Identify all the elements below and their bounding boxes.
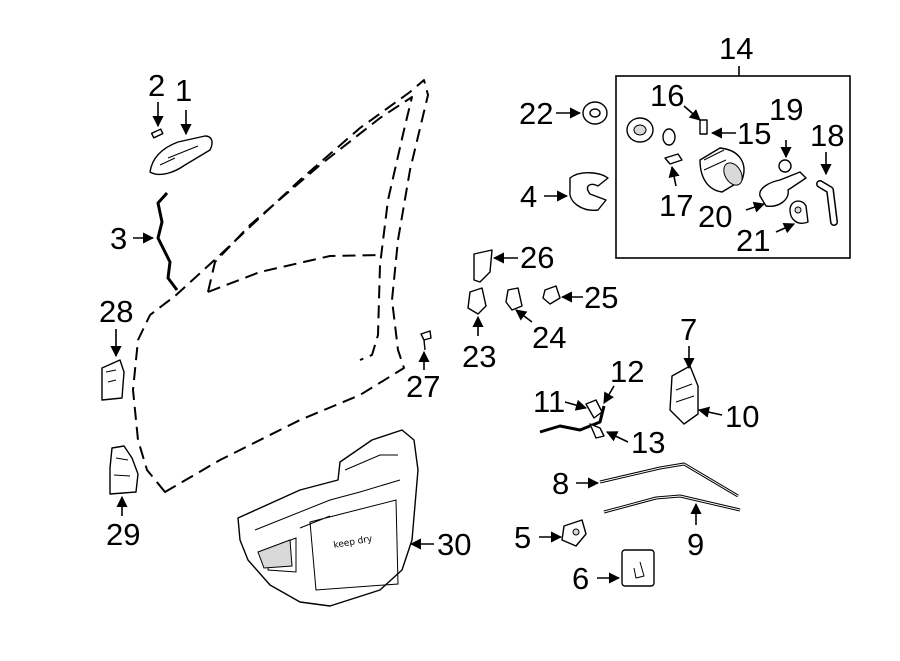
part-1-outside-handle: 1 — [149, 73, 213, 176]
callout-8: 8 — [552, 466, 569, 501]
callout-20: 20 — [698, 199, 732, 234]
callout-29: 29 — [106, 517, 140, 552]
callout-28: 28 — [99, 294, 133, 329]
callout-9: 9 — [687, 527, 704, 562]
part-23-clip: 23 — [462, 287, 496, 374]
callout-17: 17 — [659, 188, 693, 223]
part-9-rod: 9 — [603, 494, 741, 562]
part-4-retainer: 4 — [520, 172, 609, 214]
part-22-washer: 22 — [519, 96, 608, 131]
callout-30: 30 — [437, 527, 471, 562]
part-5-bracket: 5 — [514, 519, 587, 555]
callout-21: 21 — [736, 223, 770, 258]
callout-5: 5 — [514, 520, 531, 555]
callout-19: 19 — [769, 92, 803, 127]
part-2-clip: 2 — [148, 68, 165, 139]
part-28-striker: 28 — [99, 294, 133, 401]
callout-7: 7 — [680, 312, 697, 347]
part-11-13-linkage: 11 12 13 — [533, 354, 665, 460]
part-27-screw: 27 — [406, 330, 440, 404]
callout-14: 14 — [719, 31, 753, 66]
part-26-clip: 26 — [473, 240, 554, 283]
part-29-hinge: 29 — [106, 445, 140, 552]
lock-cylinder-kit-box: 14 16 15 17 19 20 21 — [615, 31, 851, 259]
callout-16: 16 — [650, 78, 684, 113]
callout-23: 23 — [462, 339, 496, 374]
callout-26: 26 — [520, 240, 554, 275]
callout-6: 6 — [572, 561, 589, 596]
callout-2: 2 — [148, 68, 165, 103]
part-7-latch: 7 10 — [669, 312, 759, 434]
part-24-clip: 24 — [505, 287, 566, 355]
callout-4: 4 — [520, 179, 537, 214]
callout-15: 15 — [737, 116, 771, 151]
callout-11: 11 — [533, 384, 565, 419]
callout-25: 25 — [584, 280, 618, 315]
callout-3: 3 — [110, 221, 127, 256]
callout-13: 13 — [631, 425, 665, 460]
callout-22: 22 — [519, 96, 553, 131]
callout-24: 24 — [532, 320, 566, 355]
callout-10: 10 — [725, 399, 759, 434]
part-6-pad: 6 — [572, 549, 655, 596]
part-3-rod: 3 — [110, 191, 179, 291]
callout-1: 1 — [175, 73, 192, 108]
door-outline — [132, 79, 429, 493]
part-30-panel: keep dry 30 — [237, 429, 471, 607]
part-25-clip: 25 — [542, 280, 618, 315]
callout-18: 18 — [810, 118, 844, 153]
callout-27: 27 — [406, 369, 440, 404]
part-8-rod: 8 — [552, 462, 739, 501]
callout-12: 12 — [610, 354, 644, 389]
